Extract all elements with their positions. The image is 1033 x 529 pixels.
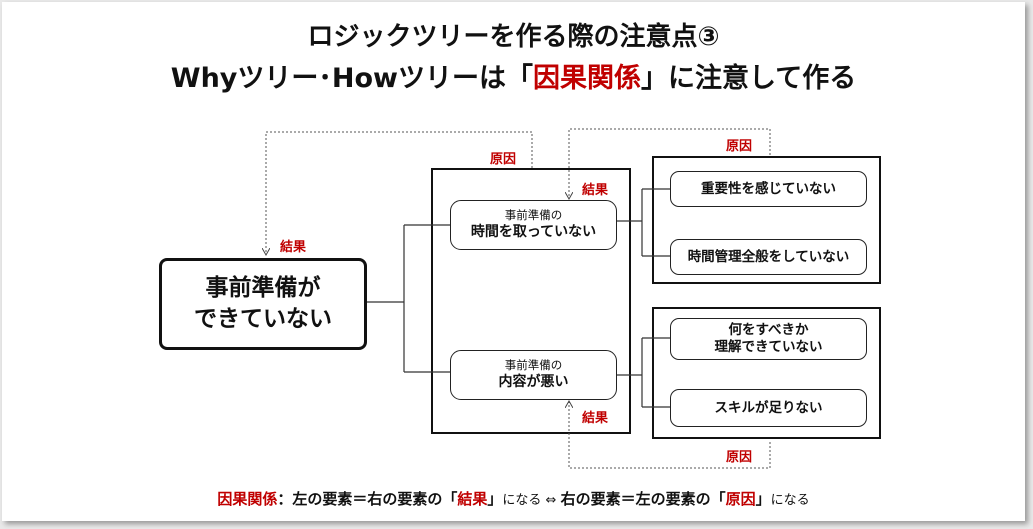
main-node-line-1: 事前準備が bbox=[205, 275, 321, 301]
title-line-2-highlight: 因果関係 bbox=[533, 63, 641, 94]
leaf-node-text: スキルが足りない bbox=[714, 399, 823, 416]
leaf-node-text-2: 理解できていない bbox=[714, 339, 823, 355]
mid-node-content: 事前準備の 内容が悪い bbox=[450, 350, 617, 400]
footer-arrow: ⇔ bbox=[541, 493, 561, 508]
title-line-2-pre: Whyツリー･Howツリーは「 bbox=[170, 63, 533, 94]
main-node-line-2: できていない bbox=[194, 306, 332, 332]
mid-node-time: 事前準備の 時間を取っていない bbox=[450, 200, 617, 250]
causal-arrows bbox=[266, 128, 771, 469]
leaf-node-text: 時間管理全般をしていない bbox=[687, 248, 850, 265]
title-line-2: Whyツリー･Howツリーは「因果関係」に注意して作る bbox=[2, 56, 1025, 95]
main-problem-node: 事前準備が できていない bbox=[159, 258, 367, 350]
footer-left-part: 左の要素＝右の要素の「 bbox=[292, 490, 458, 508]
slide-card: ロジックツリーを作る際の注意点③ Whyツリー･Howツリーは「因果関係」に注意… bbox=[2, 2, 1025, 521]
mid-node-main-text: 時間を取っていない bbox=[470, 224, 597, 240]
footer-definition: 因果関係：左の要素＝右の要素の「結果」になる ⇔ 右の要素＝左の要素の「原因」に… bbox=[2, 488, 1025, 509]
footer-term: 因果関係 bbox=[217, 490, 278, 508]
title-line-2-post: 」に注意して作る bbox=[641, 63, 857, 94]
group-box-how-2 bbox=[652, 307, 881, 439]
leaf-node-understanding: 何をすべきか 理解できていない bbox=[670, 318, 867, 360]
footer-naru-1: になる bbox=[502, 493, 542, 508]
footer-effect: 結果 bbox=[457, 490, 488, 508]
footer-right-part: 右の要素＝左の要素の「 bbox=[560, 490, 726, 508]
label-effect-left: 結果 bbox=[280, 240, 307, 255]
label-cause-top: 原因 bbox=[490, 152, 517, 167]
leaf-node-skill: スキルが足りない bbox=[670, 389, 867, 427]
mid-node-small-text: 事前準備の bbox=[504, 358, 563, 372]
label-effect-top: 結果 bbox=[582, 183, 609, 198]
label-cause-right-bottom: 原因 bbox=[726, 450, 753, 465]
title-line-1: ロジックツリーを作る際の注意点③ bbox=[307, 22, 720, 52]
label-effect-bottom: 結果 bbox=[582, 411, 609, 426]
leaf-node-text: 何をすべきか bbox=[728, 322, 809, 338]
footer-colon: ： bbox=[277, 490, 293, 508]
leaf-node-time-management: 時間管理全般をしていない bbox=[670, 239, 867, 275]
leaf-node-importance: 重要性を感じていない bbox=[670, 171, 867, 207]
footer-close-1: 」 bbox=[487, 490, 503, 508]
connector-layer bbox=[2, 128, 881, 469]
group-box-why bbox=[431, 168, 631, 434]
footer-close-2: 」 bbox=[755, 490, 771, 508]
footer-naru-2: になる bbox=[770, 493, 810, 508]
tree-connectors bbox=[365, 188, 670, 408]
mid-node-main-text: 内容が悪い bbox=[498, 374, 569, 390]
label-cause-right-top: 原因 bbox=[726, 139, 753, 154]
group-box-how-1 bbox=[652, 156, 881, 284]
footer-cause: 原因 bbox=[725, 490, 756, 508]
leaf-node-text: 重要性を感じていない bbox=[701, 180, 836, 197]
mid-node-small-text: 事前準備の bbox=[504, 208, 563, 222]
